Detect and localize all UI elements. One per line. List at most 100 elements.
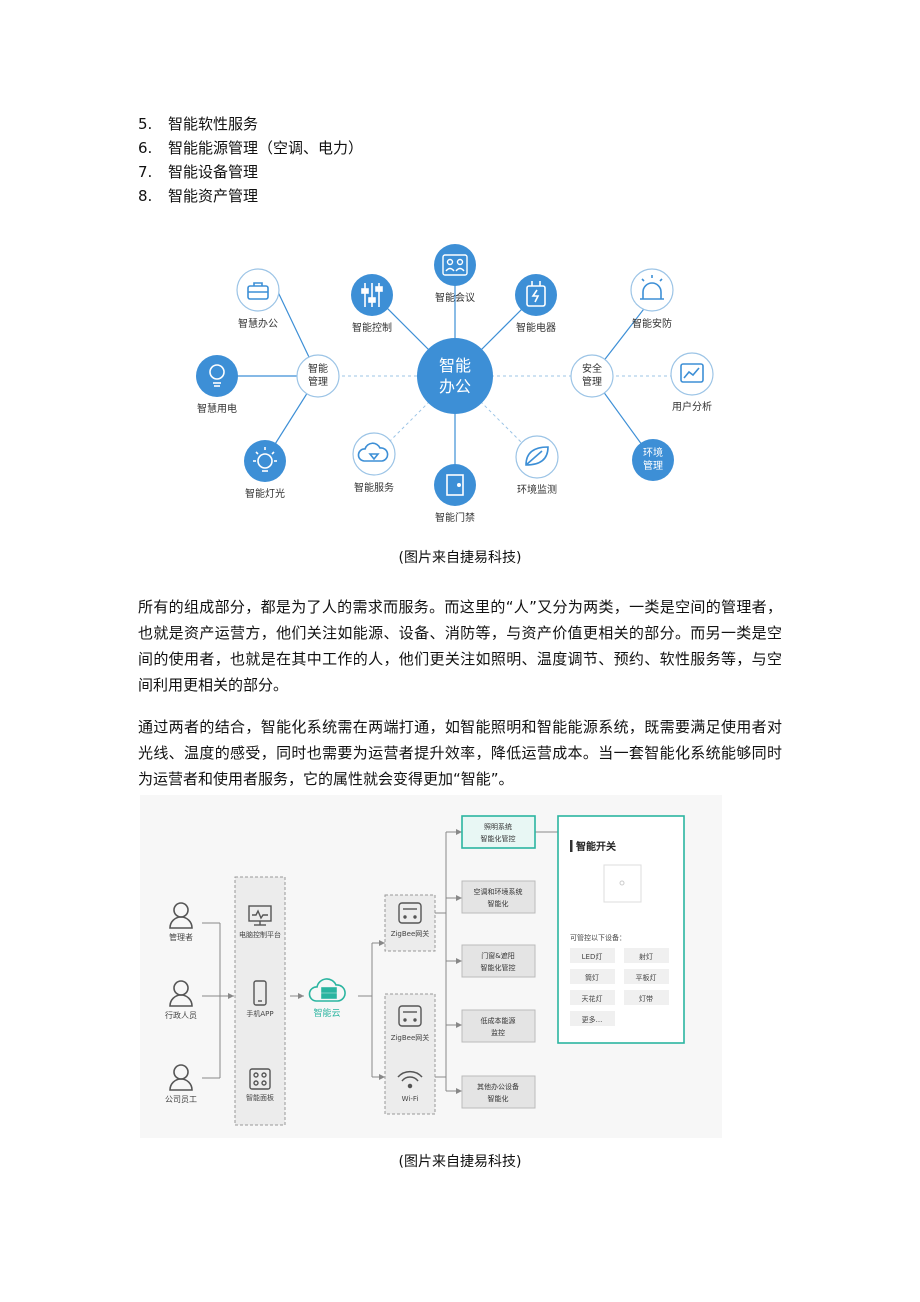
person-icon (169, 1064, 193, 1091)
list-item: 8.智能资产管理 (138, 187, 259, 205)
node-smart-appliance: 智能电器 (515, 274, 557, 334)
paragraph: 所有的组成部分，都是为了人的需求而服务。而这里的“人”又分为两类，一类是空间的管… (138, 598, 782, 694)
svg-text:智能化: 智能化 (488, 1094, 509, 1103)
svg-text:平板灯: 平板灯 (636, 973, 657, 982)
node-user-analysis: 用户分析 (670, 352, 714, 413)
list-item: 7.智能设备管理 (138, 163, 259, 181)
env-hub: 环境 管理 (632, 439, 674, 481)
paragraph: 通过两者的结合，智能化系统需在两端打通，如智能照明和智能能源系统，既需要满足使用… (138, 718, 782, 788)
svg-text:管理: 管理 (308, 375, 328, 388)
svg-text:智能服务: 智能服务 (354, 481, 394, 494)
svg-text:公司员工: 公司员工 (165, 1095, 197, 1104)
svg-text:智能电器: 智能电器 (516, 321, 556, 334)
wifi-icon (397, 1070, 423, 1089)
gateway-zigbee-1: ZigBee网关 (391, 902, 430, 938)
gateway-icon (398, 1005, 422, 1027)
smart-switch-panel: 智能开关 可管控以下设备： LED灯 射灯 筒灯 平板灯 天花灯 灯带 更多..… (557, 815, 685, 1044)
svg-text:电脑控制平台: 电脑控制平台 (239, 930, 281, 939)
node-smart-door: 智能门禁 (434, 464, 476, 524)
gateway-zigbee-2: ZigBee网关 (391, 1005, 430, 1042)
svg-text:用户分析: 用户分析 (672, 400, 712, 413)
svg-text:ZigBee网关: ZigBee网关 (391, 1033, 430, 1042)
bulb-icon (209, 364, 225, 387)
svg-text:低成本能源: 低成本能源 (481, 1016, 516, 1025)
switch-icon (603, 864, 642, 903)
user-employee: 公司员工 (165, 1064, 197, 1104)
svg-text:环境: 环境 (643, 446, 663, 459)
system-hvac: 空调和环境系统 智能化 (461, 880, 536, 914)
door-icon (446, 474, 464, 496)
user-admin-staff: 行政人员 (165, 980, 197, 1020)
svg-text:空调和环境系统: 空调和环境系统 (474, 887, 523, 896)
svg-text:智能开关: 智能开关 (576, 840, 616, 853)
svg-text:LED灯: LED灯 (582, 952, 603, 961)
svg-text:筒灯: 筒灯 (585, 973, 599, 982)
svg-text:智能云: 智能云 (313, 1007, 340, 1019)
left-hub: 智能 管理 (296, 354, 340, 398)
system-door-shade: 门窗&遮阳 智能化管控 (461, 944, 536, 978)
svg-text:管理: 管理 (582, 375, 602, 388)
svg-text:手机APP: 手机APP (246, 1009, 273, 1018)
meeting-icon (442, 254, 468, 276)
svg-text:智能安防: 智能安防 (632, 317, 672, 330)
svg-text:智能化管控: 智能化管控 (481, 834, 516, 843)
svg-text:智慧用电: 智慧用电 (197, 402, 237, 415)
svg-text:管理者: 管理者 (169, 932, 193, 942)
right-hub: 安全 管理 (570, 354, 614, 398)
svg-text:其他办公设备: 其他办公设备 (477, 1082, 519, 1091)
alarm-icon (640, 275, 664, 300)
list-item: 5.智能软性服务 (138, 115, 259, 133)
svg-text:ZigBee网关: ZigBee网关 (391, 929, 430, 938)
svg-text:智能化: 智能化 (488, 899, 509, 908)
gateway-wifi: Wi-Fi (397, 1070, 423, 1103)
node-smart-office: 智慧办公 (236, 268, 280, 330)
panel-icon (249, 1068, 271, 1090)
lamp-icon (253, 447, 277, 472)
person-icon (169, 980, 193, 1007)
list-item: 6.智能能源管理（空调、电力） (138, 139, 364, 157)
svg-text:办公: 办公 (439, 377, 471, 396)
node-smart-meeting: 智能会议 (434, 244, 476, 304)
figure-caption: (图片来自捷易科技) (398, 1154, 522, 1170)
monitor-icon (248, 905, 272, 926)
svg-text:智能: 智能 (439, 356, 471, 375)
node-env-monitor: 环境监测 (515, 435, 559, 496)
node-smart-service: 智能服务 (352, 432, 396, 494)
system-office-devices: 其他办公设备 智能化 (461, 1075, 536, 1109)
person-icon (169, 902, 193, 929)
cloud-server-icon (308, 978, 346, 1002)
svg-text:门窗&遮阳: 门窗&遮阳 (481, 951, 514, 960)
svg-text:智能会议: 智能会议 (435, 291, 475, 304)
briefcase-icon (247, 282, 269, 300)
svg-text:灯带: 灯带 (639, 994, 653, 1003)
svg-text:天花灯: 天花灯 (582, 994, 603, 1003)
svg-text:安全: 安全 (582, 362, 602, 375)
system-lighting: 照明系统 智能化管控 (461, 815, 536, 849)
svg-text:智能灯光: 智能灯光 (245, 487, 285, 500)
numbered-list: 5.智能软性服务 6.智能能源管理（空调、电力） 7.智能设备管理 8.智能资产… (138, 112, 363, 208)
svg-text:可管控以下设备：: 可管控以下设备： (570, 933, 626, 942)
cloud-icon (357, 442, 389, 462)
leaf-icon (525, 446, 549, 466)
svg-text:智能面板: 智能面板 (246, 1093, 274, 1102)
svg-text:智能门禁: 智能门禁 (435, 511, 475, 524)
svg-text:智能: 智能 (308, 362, 328, 375)
svg-text:Wi-Fi: Wi-Fi (402, 1095, 419, 1103)
platform-pc: 电脑控制平台 (239, 905, 281, 939)
node-smart-light: 智能灯光 (244, 440, 286, 500)
figure-caption: (图片来自捷易科技) (398, 550, 522, 566)
center-hub: 智能 办公 (417, 338, 493, 414)
svg-text:监控: 监控 (491, 1028, 505, 1037)
gateway-icon (398, 902, 422, 924)
smart-office-diagram: 智能 办公 智能 管理 安全 管理 智慧办公 智慧用电 (196, 244, 714, 524)
sliders-icon (361, 283, 383, 307)
svg-text:智慧办公: 智慧办公 (238, 317, 278, 330)
svg-text:智能控制: 智能控制 (352, 321, 392, 334)
svg-text:射灯: 射灯 (639, 952, 653, 961)
smart-cloud: 智能云 (308, 978, 346, 1019)
platform-app: 手机APP (246, 980, 274, 1018)
user-manager: 管理者 (169, 902, 193, 942)
svg-text:行政人员: 行政人员 (165, 1010, 197, 1020)
plug-icon (526, 281, 546, 307)
node-smart-control: 智能控制 (351, 274, 393, 334)
